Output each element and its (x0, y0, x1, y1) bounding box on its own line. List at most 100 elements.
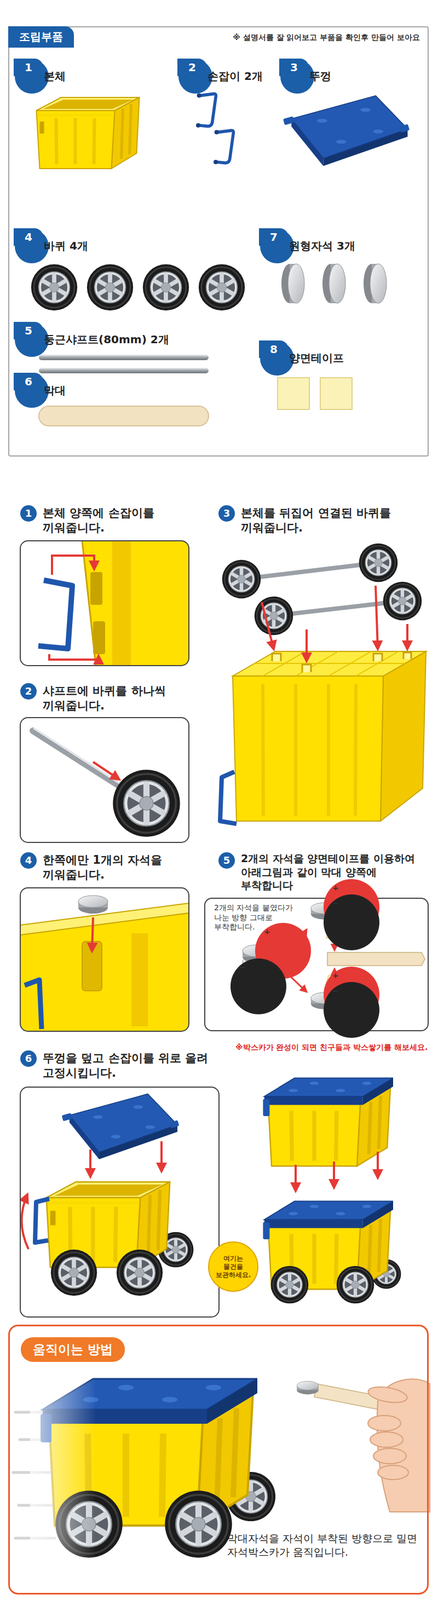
callout-number: 2 (20, 683, 37, 700)
step3-drawing (261, 585, 408, 662)
stacking-drawing (295, 1151, 378, 1192)
parts-drawings (38, 367, 209, 374)
step3-drawing (232, 676, 384, 822)
step3-drawing (305, 629, 308, 662)
callout-number: 6 (14, 373, 49, 408)
step3-drawing (380, 651, 426, 822)
step3-drawing (383, 581, 423, 621)
stacking-drawing (332, 1161, 336, 1189)
callout-number: 1 (25, 508, 33, 519)
callout-number: 7 (260, 229, 295, 264)
step3-drawing (294, 684, 298, 816)
hand-drawing (296, 1379, 430, 1513)
moving-car-drawing (164, 1490, 233, 1559)
bubble-text: 여기는 물건을 보관하세요. (213, 1254, 253, 1280)
step2-drawing (32, 730, 132, 794)
parts-drawings (142, 264, 189, 311)
callout-number: 1 (14, 59, 49, 94)
part-name: 본체 (43, 68, 176, 84)
step3-drawing (254, 651, 405, 677)
callout-number: 4 (13, 228, 44, 246)
step3-drawing (355, 684, 356, 816)
step3-drawing (272, 652, 412, 673)
step-text: 2개의 자석을 양면테이프를 이용하여 아래그림과 같이 막대 양쪽에 부착합니… (240, 851, 430, 893)
step1-drawing (82, 540, 189, 666)
step6-drawing (20, 1087, 219, 1318)
callout-number: 3 (223, 508, 231, 519)
stacking-drawing (262, 1078, 401, 1304)
part-name: 양면테이프 (289, 350, 421, 366)
step3-drawing (359, 543, 399, 583)
callout-number: 7 (258, 228, 289, 246)
step6-drawing (116, 1249, 163, 1296)
step-text: 뚜껑을 덮고 손잡이를 위로 올려 고정시킵니다. (42, 1051, 218, 1082)
step1-drawing (38, 580, 73, 649)
part-name: 원형자석 3개 (289, 238, 421, 253)
step6-drawing (21, 1194, 29, 1250)
step3-drawing (220, 771, 237, 824)
parts-drawings (277, 377, 310, 410)
callout-number: 5 (223, 855, 231, 866)
minus-sign: − (323, 982, 380, 1039)
part-name: 손잡이 2개 (207, 68, 285, 84)
callout-number: 6 (25, 1053, 33, 1064)
minus-sign: − (323, 894, 380, 951)
polarity-sign: − (332, 986, 415, 997)
step1-drawing (93, 621, 106, 655)
step3-drawing (403, 652, 412, 660)
step4-drawing (20, 888, 189, 1032)
step-text: 본체를 뒤집어 연결된 바퀴를 끼워줍니다. (240, 505, 430, 537)
parts-drawings (31, 93, 410, 426)
step1-drawing (90, 572, 103, 605)
step3-drawing (406, 624, 409, 650)
parts-drawings (320, 377, 353, 410)
step-text: 본체 양쪽에 손잡이를 끼워줍니다. (42, 505, 202, 537)
hand-drawing (296, 1381, 319, 1395)
step3-drawing (261, 602, 274, 650)
callout-number: 4 (25, 855, 33, 866)
callout-number: 5 (14, 323, 49, 357)
step6-drawing (89, 1149, 92, 1178)
step6-drawing (21, 1094, 194, 1297)
stacking-drawing (262, 1078, 394, 1167)
callout-number: 4 (14, 229, 49, 264)
callout-number: 8 (258, 340, 289, 359)
section-tab: 조립부품 (8, 26, 74, 48)
parts-drawings (36, 97, 140, 169)
parts-drawings (322, 263, 346, 304)
callout-number: 3 (218, 505, 235, 522)
step3-drawing (375, 585, 378, 650)
step1-drawing (38, 540, 189, 666)
step5-drawing (327, 952, 425, 966)
parts-drawings (213, 130, 234, 165)
section-tab: 움직이는 방법 (20, 1337, 125, 1363)
polarity-sign: + (332, 971, 415, 982)
callout-number: 5 (218, 852, 235, 869)
step1-drawing (20, 540, 189, 666)
callout-number: 6 (13, 372, 44, 391)
step1-drawing (20, 540, 189, 666)
step3-drawing (222, 560, 262, 599)
step2-drawing (112, 769, 181, 838)
step3-drawing (273, 601, 403, 616)
parts-drawings (38, 406, 209, 426)
step2-drawing (20, 717, 189, 843)
hand-drawing (367, 1415, 401, 1432)
hand-drawing (377, 1465, 409, 1480)
callout-number: 3 (279, 58, 309, 77)
parts-drawings (281, 263, 305, 304)
step1-drawing (112, 540, 131, 666)
polarity-sign: + (332, 883, 415, 894)
hand-drawing (366, 1384, 408, 1406)
part-name: 둥근샤프트(80mm) 2개 (43, 332, 219, 347)
step4-drawing (91, 917, 94, 952)
step3-drawing (254, 663, 405, 665)
parts-drawings (198, 264, 245, 311)
callout-number: 1 (13, 58, 44, 77)
step3-drawing (220, 543, 426, 824)
step3-drawing (241, 562, 379, 580)
step6-drawing (20, 1087, 219, 1318)
hand-drawing (370, 1432, 403, 1448)
step3-drawing (232, 651, 426, 677)
parts-drawings (363, 263, 387, 304)
